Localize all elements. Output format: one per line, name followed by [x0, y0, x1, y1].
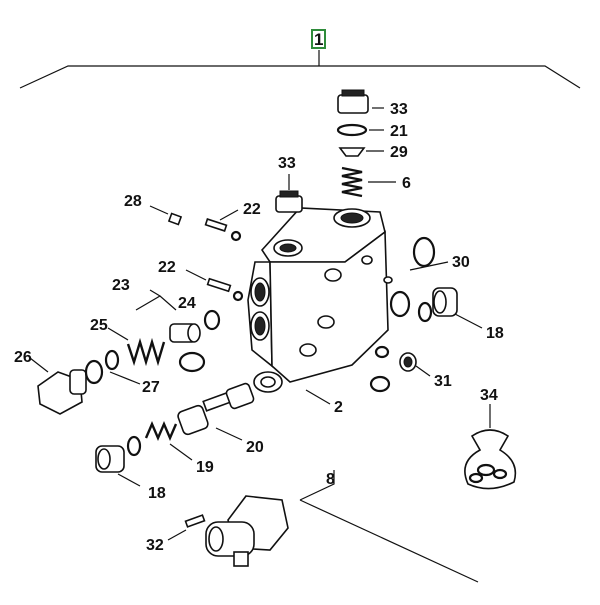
part-19-spring[interactable]: 19: [126, 420, 214, 476]
part-32-screw[interactable]: 32: [146, 514, 206, 554]
callout-19[interactable]: 19: [196, 459, 214, 476]
callout-24[interactable]: 24: [178, 295, 196, 312]
callout-18-bottom[interactable]: 18: [148, 485, 166, 502]
part-29-washer[interactable]: 29: [338, 144, 408, 161]
callout-1[interactable]: 1: [314, 30, 323, 49]
part-8-solenoid[interactable]: 8: [205, 470, 479, 583]
callout-27[interactable]: 27: [142, 379, 160, 396]
callout-22-top[interactable]: 22: [243, 201, 261, 218]
part-28-screw[interactable]: 28: [124, 193, 183, 226]
part-31-plug[interactable]: 31: [369, 345, 452, 393]
part-18-right-plug[interactable]: 18: [417, 287, 504, 342]
part-22-mid-bolt[interactable]: 22: [158, 259, 244, 302]
part-33-top-plug[interactable]: 33: [337, 89, 408, 118]
assembly-bracket: 1: [19, 29, 581, 89]
part-34-seal-kit-bag[interactable]: 34: [464, 387, 517, 490]
part-6-spring[interactable]: 6: [341, 166, 411, 198]
callout-32[interactable]: 32: [146, 537, 164, 554]
part-23-24-fitting[interactable]: 23 24: [112, 277, 221, 343]
callout-26[interactable]: 26: [14, 349, 32, 366]
callout-18-right[interactable]: 18: [486, 325, 504, 342]
part-22-top-bolt[interactable]: 22: [204, 201, 261, 242]
callout-2[interactable]: 2: [334, 399, 343, 416]
callout-23[interactable]: 23: [112, 277, 130, 294]
part-33-mid-plug[interactable]: 33: [275, 155, 303, 213]
callout-33-top[interactable]: 33: [390, 101, 408, 118]
callout-21[interactable]: 21: [390, 123, 408, 140]
callout-30[interactable]: 30: [452, 254, 470, 271]
part-26-cap[interactable]: 26: [14, 349, 87, 415]
part-20-spool[interactable]: 20: [177, 382, 264, 456]
callout-29[interactable]: 29: [390, 144, 408, 161]
callout-34[interactable]: 34: [480, 387, 498, 404]
part-27-orings[interactable]: 27: [84, 349, 160, 396]
valve-body[interactable]: [247, 207, 389, 393]
callout-33-mid[interactable]: 33: [278, 155, 296, 172]
part-25-spring[interactable]: 25: [90, 317, 206, 373]
callout-31[interactable]: 31: [434, 373, 452, 390]
callout-8[interactable]: 8: [326, 471, 335, 488]
part-21-ring[interactable]: 21: [336, 123, 408, 140]
callout-28[interactable]: 28: [124, 193, 142, 210]
callout-25[interactable]: 25: [90, 317, 108, 334]
assembly-highlight-box: [311, 29, 326, 49]
callout-6[interactable]: 6: [402, 175, 411, 192]
part-30-orings[interactable]: 30: [383, 236, 470, 318]
part-2-leader: 2: [305, 389, 343, 416]
callout-22-mid[interactable]: 22: [158, 259, 176, 276]
part-18-bottom-plug[interactable]: 18: [95, 445, 166, 502]
callout-20[interactable]: 20: [246, 439, 264, 456]
